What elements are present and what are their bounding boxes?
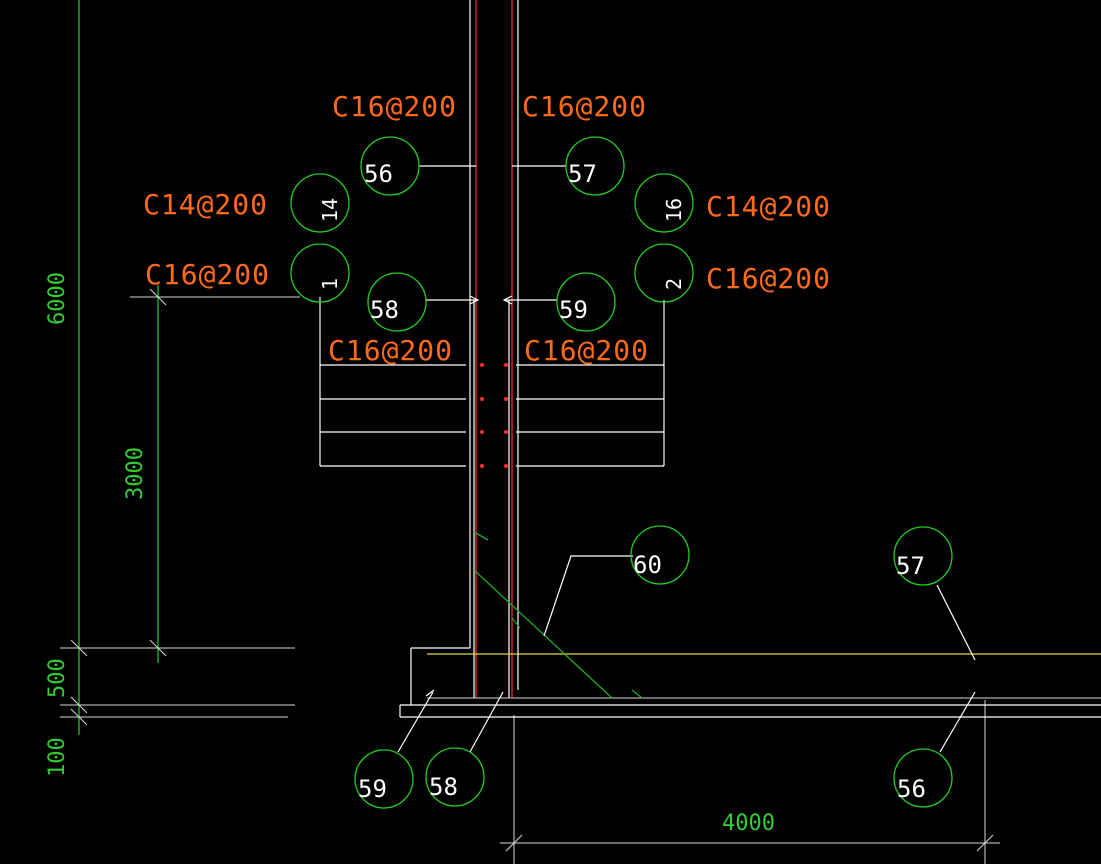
tag-59-bottom-label: 59 (358, 775, 387, 803)
tag-59-top-label: 59 (559, 296, 588, 324)
tag-14: 14 (290, 173, 350, 233)
rebar-label-bottom-left: C16@200 (328, 334, 453, 367)
tag-2-label: 2 (662, 278, 686, 290)
tag-59-top: 59 (556, 272, 616, 332)
tag-56-top: 56 (360, 136, 420, 196)
tag-60-label: 60 (633, 551, 662, 579)
tag-1: 1 (290, 243, 350, 303)
tag-2: 2 (634, 243, 694, 303)
dimension-6000: 6000 (45, 272, 70, 325)
dimension-labels: 6000 3000 500 100 4000 (45, 272, 775, 836)
wall-section (399, 0, 1101, 718)
tag-57-top: 57 (565, 136, 625, 196)
tag-58-bottom-label: 58 (429, 773, 458, 801)
tag-60: 60 (630, 525, 690, 585)
rebar-label-top-right: C16@200 (522, 90, 647, 123)
dimension-500: 500 (45, 658, 70, 698)
tag-58-bottom: 58 (425, 747, 485, 807)
rebar-labels: C16@200 C16@200 C14@200 C14@200 C16@200 … (143, 90, 831, 367)
tag-1-label: 1 (318, 278, 342, 290)
rebar-label-bottom-right: C16@200 (524, 334, 649, 367)
tag-57-right: 57 (893, 526, 953, 586)
tag-16-label: 16 (662, 198, 686, 222)
tag-57-right-label: 57 (896, 552, 925, 580)
bar-schedule-left (319, 297, 484, 468)
tag-57-top-label: 57 (568, 160, 597, 188)
bar-schedule-right (504, 300, 665, 468)
rebar-label-top-left: C16@200 (332, 90, 457, 123)
tag-14-label: 14 (318, 198, 342, 222)
dimension-100: 100 (45, 737, 70, 777)
dimension-3000: 3000 (123, 447, 148, 500)
tag-16: 16 (634, 173, 694, 233)
dimension-4000: 4000 (722, 811, 775, 836)
tag-56-bottom-label: 56 (897, 775, 926, 803)
rebar-label-mid-left: C14@200 (143, 188, 268, 221)
tag-59-bottom: 59 (354, 749, 414, 809)
dimension-lines (60, 0, 1000, 864)
tag-58-top: 58 (367, 272, 427, 332)
tag-58-top-label: 58 (370, 296, 399, 324)
rebar-label-lower-right: C16@200 (706, 262, 831, 295)
leader-lines (397, 165, 976, 753)
rebar-label-mid-right: C14@200 (706, 190, 831, 223)
tag-56-top-label: 56 (364, 160, 393, 188)
rebar-label-lower-left: C16@200 (145, 258, 270, 291)
tag-56-bottom: 56 (893, 748, 953, 808)
